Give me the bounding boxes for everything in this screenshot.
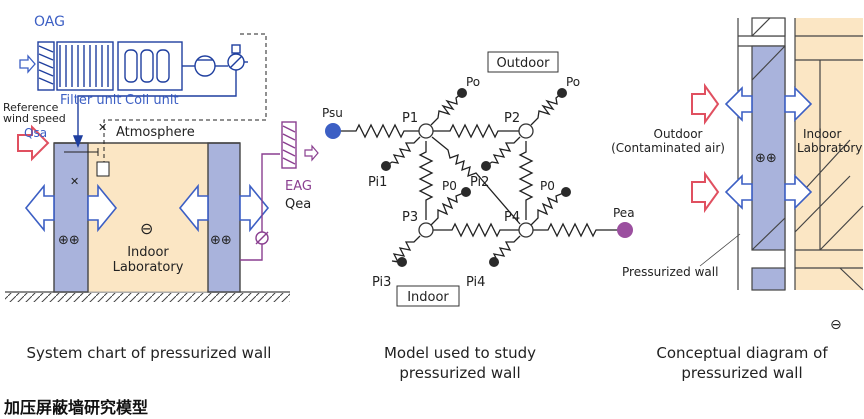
po-label-1: Po <box>466 75 480 89</box>
model-caption: Model used to study pressurized wall <box>360 343 560 383</box>
oag-label: OAG <box>34 14 65 30</box>
node-po-2 <box>557 88 567 98</box>
system-chart-caption: System chart of pressurized wall <box>26 344 272 362</box>
svg-text:✕: ✕ <box>70 175 79 188</box>
exhaust-ductwork <box>240 121 297 261</box>
reference-wind-speed-label-2: wind speed <box>3 112 66 125</box>
footer-title: 加压屏蔽墙研究模型 <box>4 398 149 417</box>
supply-ductwork <box>37 41 248 148</box>
pressurized-wall-concept <box>751 45 786 251</box>
node-psu <box>325 123 341 139</box>
conceptual-diagram: Outdoor (Contaminated air) Indoor Labora… <box>611 17 864 333</box>
pi1-label: Pi1 <box>368 175 387 190</box>
contaminated-air-arrows <box>691 82 720 214</box>
indoor-concept-label-2: Laboratory <box>797 141 862 155</box>
node-p0-1 <box>461 187 471 197</box>
node-p0-2 <box>561 187 571 197</box>
psu-label: Psu <box>322 106 343 120</box>
indoor-laboratory-area-concept <box>795 18 863 290</box>
pressure-arrows-concept <box>724 86 813 210</box>
node-p1 <box>418 123 434 139</box>
node-po-1 <box>457 88 467 98</box>
p0-label-2: P0 <box>540 179 555 193</box>
node-pea <box>617 222 633 238</box>
node-pi1 <box>381 161 391 171</box>
model-caption-line-1: Model used to study <box>383 344 537 362</box>
model-caption-line-2: pressurized wall <box>399 364 521 382</box>
node-p2 <box>518 123 534 139</box>
network-model: Outdoor Indoor <box>322 51 635 307</box>
pea-label: Pea <box>613 206 635 220</box>
concept-caption-line-2: pressurized wall <box>681 364 803 382</box>
pressurized-wall-right <box>207 142 241 293</box>
p0-label-1: P0 <box>442 179 457 193</box>
pressurized-wall-concept-lower <box>751 267 786 291</box>
resistor-springs <box>340 92 624 263</box>
concept-caption: Conceptual diagram of pressurized wall <box>640 343 844 383</box>
concept-caption-line-1: Conceptual diagram of <box>656 344 828 362</box>
positive-pressure-symbol-left: ⊕⊕ <box>58 233 80 248</box>
p1-label: P1 <box>402 111 418 126</box>
outdoor-label: Outdoor <box>496 56 550 71</box>
reference-wind-speed-label: Reference <box>3 101 59 114</box>
control-signal-line <box>103 33 267 162</box>
negative-pressure-symbol-concept: ⊖ <box>830 317 842 333</box>
negative-pressure-symbol: ⊖ <box>140 219 153 238</box>
exhaust-arrow-icon <box>304 144 319 162</box>
pi4-label: Pi4 <box>466 275 485 290</box>
pi3-label: Pi3 <box>372 275 391 290</box>
positive-pressure-symbol-concept: ⊕⊕ <box>755 151 777 166</box>
inlet-arrow-icon <box>19 54 36 74</box>
po-label-2: Po <box>566 75 580 89</box>
positive-pressure-symbol-right: ⊕⊕ <box>210 233 232 248</box>
indoor-concept-label: Indoor <box>803 127 841 141</box>
outdoor-box <box>487 51 559 73</box>
wind-arrow-icon <box>17 124 50 162</box>
pressure-arrows-right <box>178 183 270 233</box>
indoor-laboratory-label-2: Laboratory <box>113 260 184 275</box>
node-pi4 <box>489 257 499 267</box>
atmosphere-label: Atmosphere <box>116 125 195 140</box>
indoor-label: Indoor <box>407 290 449 305</box>
p4-label: P4 <box>504 210 520 225</box>
node-p3 <box>418 222 434 238</box>
coil-unit-label: Coil unit <box>125 93 179 108</box>
outdoor-concept-label: Outdoor <box>654 127 703 141</box>
indoor-box <box>396 285 460 307</box>
system-chart: ✕ ✕ OAG Filter unit Coil unit Referen <box>3 14 319 302</box>
eag-label: EAG <box>285 179 312 194</box>
p3-label: P3 <box>402 210 418 225</box>
node-pi3 <box>397 257 407 267</box>
qea-label: Qea <box>285 197 311 212</box>
node-p4 <box>518 222 534 238</box>
p2-label: P2 <box>504 111 520 126</box>
svg-text:✕: ✕ <box>98 121 107 134</box>
pi2-label: Pi2 <box>470 175 489 190</box>
pressurized-wall-label: Pressurized wall <box>622 265 718 279</box>
ground-hatching <box>5 291 290 302</box>
filter-unit-label: Filter unit <box>60 93 122 108</box>
node-pi2 <box>481 161 491 171</box>
pressurized-wall-left <box>53 142 89 293</box>
qsa-label: Qsa <box>24 126 47 140</box>
outdoor-concept-label-2: (Contaminated air) <box>611 141 725 155</box>
indoor-laboratory-label: Indoor <box>127 245 169 260</box>
pressure-arrows-left <box>24 183 118 233</box>
